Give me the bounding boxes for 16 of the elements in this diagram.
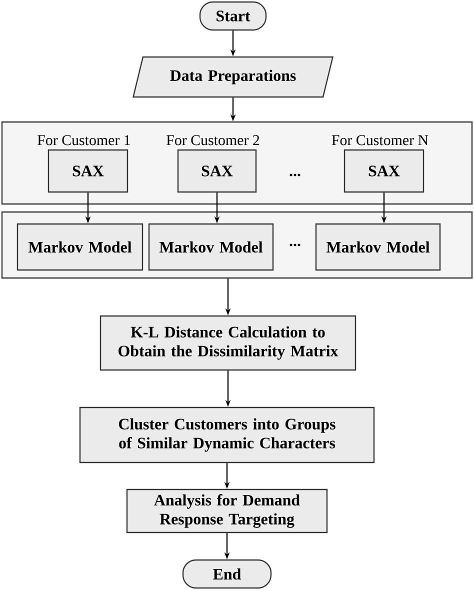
process-box: SAX <box>344 149 424 193</box>
process-box: Cluster Customers into Groups of Similar Dynamic Characters <box>79 406 375 464</box>
process-box: K-L Distance Calculation to Obtain the Dissimilarity Matrix <box>100 315 356 371</box>
node-caption: For Customer 1 <box>38 135 130 146</box>
process-box: Markov Model <box>148 223 274 271</box>
terminal-box: Start <box>199 1 267 31</box>
process-box: Markov Model <box>16 223 144 271</box>
process-box: SAX <box>48 149 128 193</box>
node-caption: For Customer 2 <box>166 135 260 146</box>
terminal-box: End <box>182 559 272 589</box>
process-box: Analysis for Demand Response Targeting <box>126 488 328 534</box>
process-box: SAX <box>177 149 257 193</box>
ellipsis-label: ... <box>290 244 300 246</box>
node-caption: For Customer N <box>332 135 428 146</box>
process-box: Markov Model <box>315 223 441 271</box>
ellipsis-label: ... <box>290 174 300 176</box>
